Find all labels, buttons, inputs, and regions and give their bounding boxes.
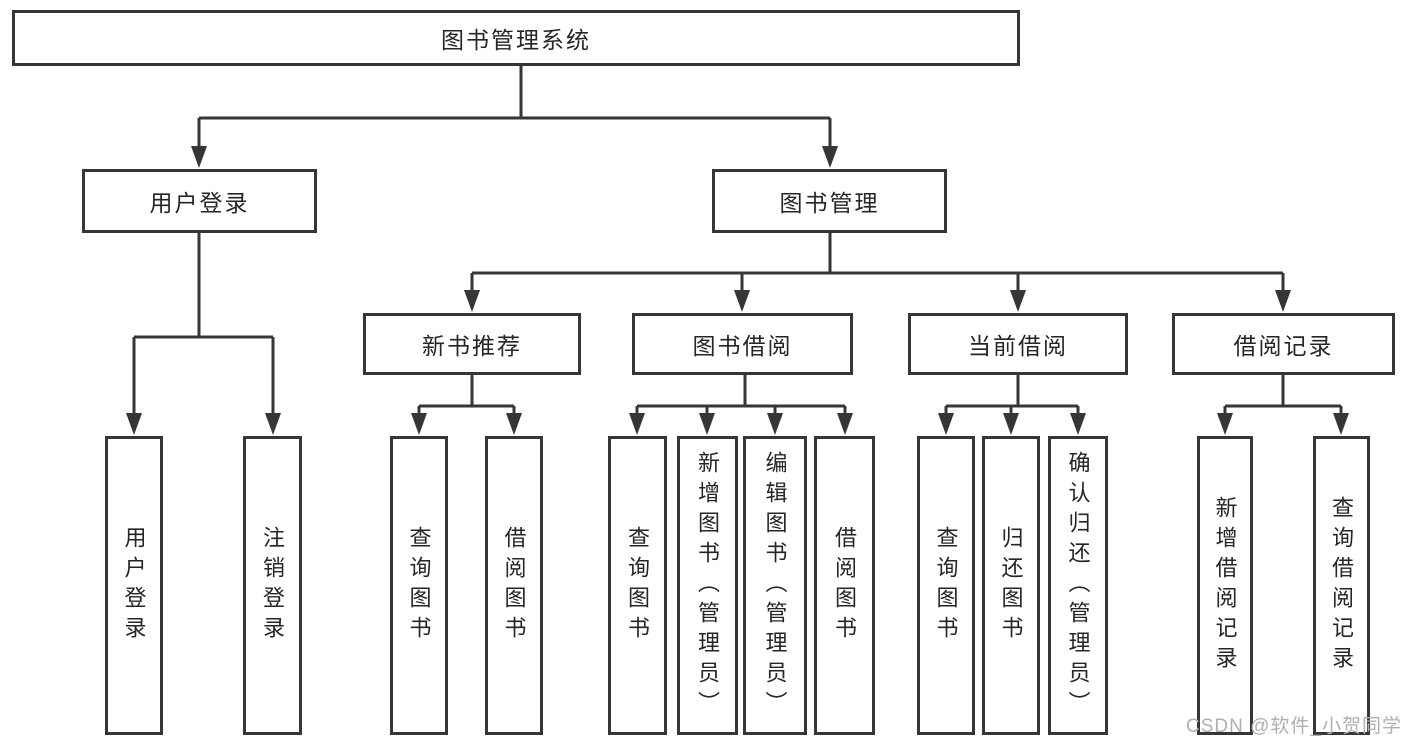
leaf-record-add-record-label: 新增借阅记录 <box>1212 495 1238 676</box>
node-root: 图书管理系统 <box>12 10 1020 66</box>
leaf-record-query-record: 查询借阅记录 <box>1313 436 1370 735</box>
node-current-borrow-label: 当前借阅 <box>968 333 1068 359</box>
leaf-borrow-edit-book-admin-label: 编辑图书（管理员） <box>762 450 788 721</box>
leaf-current-return-book-label: 归还图书 <box>998 525 1024 646</box>
node-user-login: 用户登录 <box>82 169 317 233</box>
leaf-borrow-borrow-book: 借阅图书 <box>814 436 875 735</box>
leaf-borrow-borrow-book-label: 借阅图书 <box>832 525 858 646</box>
leaf-borrow-edit-book-admin: 编辑图书（管理员） <box>743 436 807 735</box>
leaf-current-confirm-return-admin: 确认归还（管理员） <box>1048 436 1108 735</box>
leaf-borrow-query-book: 查询图书 <box>608 436 667 735</box>
leaf-user-login-label: 用户登录 <box>121 525 147 646</box>
arrowhead-icons <box>126 146 1349 435</box>
node-book-borrow-label: 图书借阅 <box>692 333 793 359</box>
leaf-borrow-add-book-admin: 新增图书（管理员） <box>677 436 738 735</box>
leaf-newbook-query-book: 查询图书 <box>390 436 448 735</box>
leaf-newbook-borrow-book-label: 借阅图书 <box>501 525 527 646</box>
node-user-login-label: 用户登录 <box>149 190 250 216</box>
leaf-current-confirm-return-admin-label: 确认归还（管理员） <box>1065 450 1091 721</box>
leaf-user-login: 用户登录 <box>105 436 163 735</box>
node-book-borrow: 图书借阅 <box>632 313 853 375</box>
leaf-borrow-add-book-admin-label: 新增图书（管理员） <box>695 450 721 721</box>
leaf-current-return-book: 归还图书 <box>982 436 1040 735</box>
leaf-record-query-record-label: 查询借阅记录 <box>1329 495 1355 676</box>
node-new-book-recommend-label: 新书推荐 <box>422 333 522 359</box>
leaf-current-query-book-label: 查询图书 <box>933 525 959 646</box>
csdn-watermark: CSDN @软件_小贺同学 <box>1186 716 1402 737</box>
leaf-newbook-query-book-label: 查询图书 <box>406 525 432 646</box>
leaf-newbook-borrow-book: 借阅图书 <box>485 436 543 735</box>
node-root-label: 图书管理系统 <box>441 27 591 53</box>
node-borrow-record-label: 借阅记录 <box>1233 333 1334 359</box>
node-book-management-label: 图书管理 <box>779 190 880 216</box>
node-new-book-recommend: 新书推荐 <box>363 313 581 375</box>
leaf-current-query-book: 查询图书 <box>917 436 975 735</box>
leaf-borrow-query-book-label: 查询图书 <box>625 525 651 646</box>
leaf-logout: 注销登录 <box>243 436 302 735</box>
node-current-borrow: 当前借阅 <box>908 313 1128 375</box>
node-book-management: 图书管理 <box>712 169 947 233</box>
leaf-logout-label: 注销登录 <box>260 525 286 646</box>
leaf-record-add-record: 新增借阅记录 <box>1197 436 1253 735</box>
node-borrow-record: 借阅记录 <box>1172 313 1395 375</box>
